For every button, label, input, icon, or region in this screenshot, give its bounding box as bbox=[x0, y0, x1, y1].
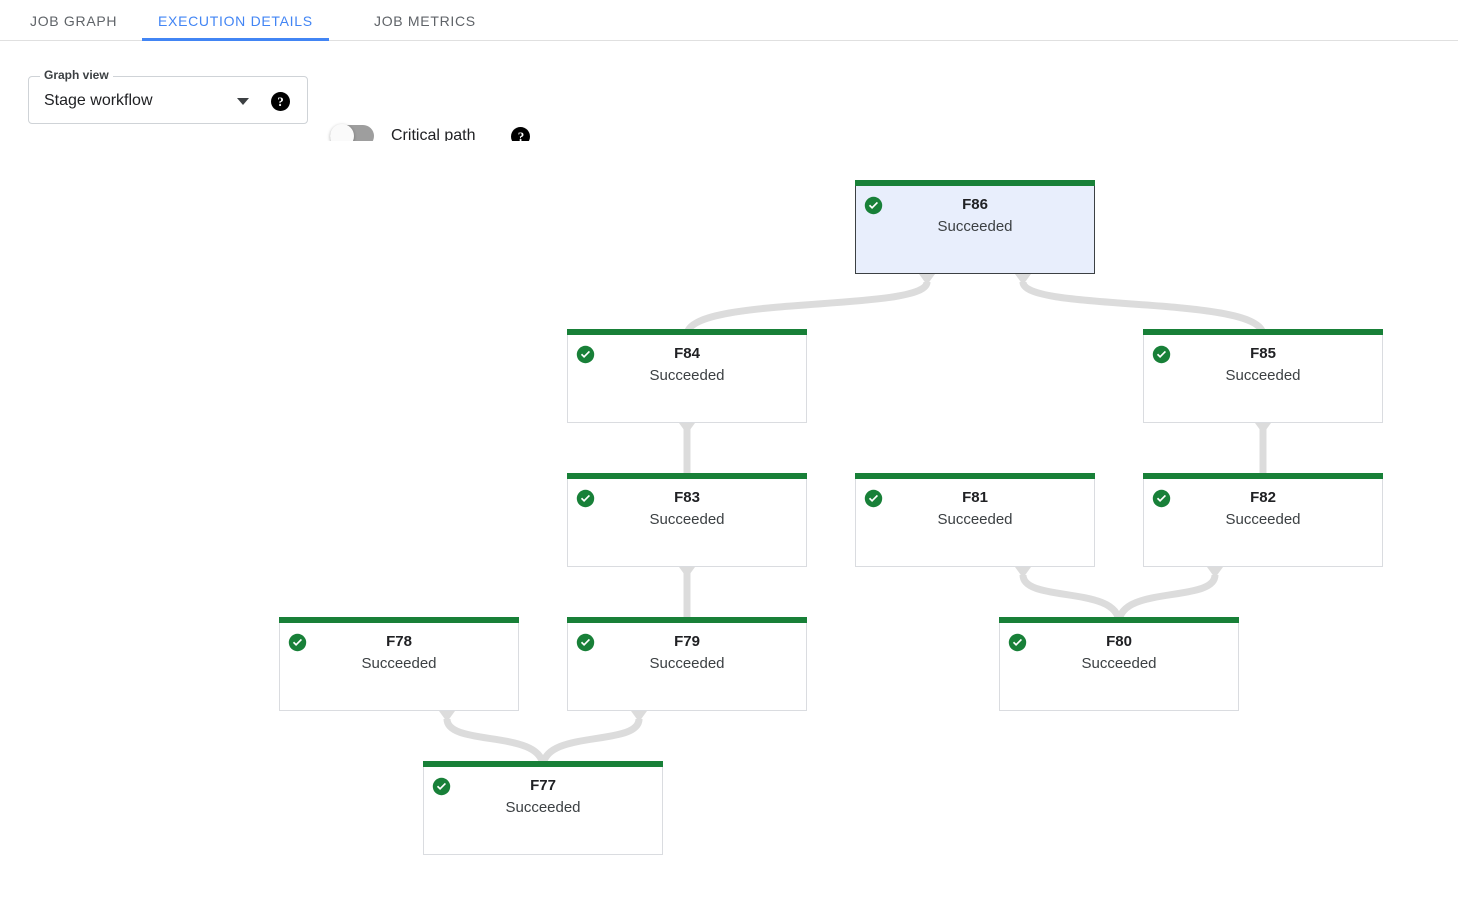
node-status: Succeeded bbox=[505, 799, 581, 816]
node-title: F86 bbox=[962, 196, 988, 213]
check-circle-icon bbox=[432, 777, 451, 796]
node-status: Succeeded bbox=[1225, 511, 1301, 528]
graph-edge-f86-to-f84 bbox=[683, 280, 931, 337]
help-icon-critical-path[interactable]: ? bbox=[511, 126, 531, 146]
check-circle-icon bbox=[1152, 489, 1171, 508]
node-status-bar bbox=[567, 473, 807, 479]
node-status-bar bbox=[855, 473, 1095, 479]
node-status-bar bbox=[1143, 329, 1383, 335]
check-circle-icon bbox=[1152, 345, 1171, 364]
graph-edge-f78-to-f77 bbox=[443, 718, 547, 768]
graph-edge-f82-to-f80-arrowhead bbox=[1207, 567, 1223, 578]
graph-edge-f81-to-f80 bbox=[1019, 574, 1123, 624]
check-circle-icon bbox=[576, 489, 595, 508]
node-status-bar bbox=[567, 329, 807, 335]
graph-view-label: Graph view bbox=[40, 69, 113, 81]
help-icon-graph-view[interactable]: ? bbox=[271, 92, 290, 111]
node-status: Succeeded bbox=[1081, 655, 1157, 672]
node-status-bar bbox=[855, 180, 1095, 186]
graph-edge-f78-to-f77-arrowhead bbox=[439, 711, 455, 722]
tab-execution-details[interactable]: EXECUTION DETAILS bbox=[142, 0, 329, 41]
node-status: Succeeded bbox=[937, 218, 1013, 235]
chevron-down-icon[interactable] bbox=[237, 98, 249, 105]
node-title: F81 bbox=[962, 489, 988, 506]
graph-edge-f83-to-f79-arrowhead bbox=[679, 567, 695, 578]
graph-edge-f79-to-f77 bbox=[539, 718, 643, 768]
check-circle-icon bbox=[864, 489, 883, 508]
critical-path-label: Critical path bbox=[391, 127, 476, 144]
node-status: Succeeded bbox=[1225, 367, 1301, 384]
node-status-bar bbox=[423, 761, 663, 767]
check-circle-icon bbox=[864, 196, 883, 215]
node-status: Succeeded bbox=[649, 655, 725, 672]
tab-job-metrics-label: JOB METRICS bbox=[374, 12, 476, 29]
node-status-bar bbox=[279, 617, 519, 623]
graph-edge-f81-to-f80-arrowhead bbox=[1015, 567, 1031, 578]
node-status-bar bbox=[1143, 473, 1383, 479]
node-title: F83 bbox=[674, 489, 700, 506]
node-status: Succeeded bbox=[649, 367, 725, 384]
graph-edges bbox=[439, 274, 1271, 768]
node-title: F77 bbox=[530, 777, 556, 794]
graph-view-select[interactable]: Graph view Stage workflow ? bbox=[28, 69, 308, 124]
node-title: F79 bbox=[674, 633, 700, 650]
graph-edge-f79-to-f77-arrowhead bbox=[631, 711, 647, 722]
graph-toolbar: Graph view Stage workflow ? Critical pat… bbox=[0, 41, 1458, 148]
check-circle-icon bbox=[576, 345, 595, 364]
node-status-bar bbox=[567, 617, 807, 623]
node-title: F82 bbox=[1250, 489, 1276, 506]
node-status: Succeeded bbox=[361, 655, 437, 672]
check-circle-icon bbox=[288, 633, 307, 652]
tab-execution-details-label: EXECUTION DETAILS bbox=[158, 12, 313, 29]
tab-job-graph-label: JOB GRAPH bbox=[30, 12, 118, 29]
tab-job-graph[interactable]: JOB GRAPH bbox=[14, 0, 133, 41]
graph-edge-f84-to-f83-arrowhead bbox=[679, 423, 695, 434]
node-status-bar bbox=[999, 617, 1239, 623]
graph-edge-f86-to-f84-arrowhead bbox=[919, 274, 935, 285]
graph-view-value: Stage workflow bbox=[44, 92, 153, 109]
tab-job-metrics[interactable]: JOB METRICS bbox=[358, 0, 492, 41]
graph-edge-f82-to-f80 bbox=[1115, 574, 1219, 624]
node-title: F78 bbox=[386, 633, 412, 650]
graph-edge-f85-to-f82-arrowhead bbox=[1255, 423, 1271, 434]
node-title: F84 bbox=[674, 345, 700, 362]
check-circle-icon bbox=[1008, 633, 1027, 652]
graph-edge-f86-to-f85-arrowhead bbox=[1015, 274, 1031, 285]
tab-bar: JOB GRAPH EXECUTION DETAILS JOB METRICS bbox=[0, 0, 1458, 41]
check-circle-icon bbox=[576, 633, 595, 652]
graph-edge-f86-to-f85 bbox=[1019, 280, 1267, 337]
node-title: F85 bbox=[1250, 345, 1276, 362]
node-status: Succeeded bbox=[937, 511, 1013, 528]
node-status: Succeeded bbox=[649, 511, 725, 528]
node-title: F80 bbox=[1106, 633, 1132, 650]
